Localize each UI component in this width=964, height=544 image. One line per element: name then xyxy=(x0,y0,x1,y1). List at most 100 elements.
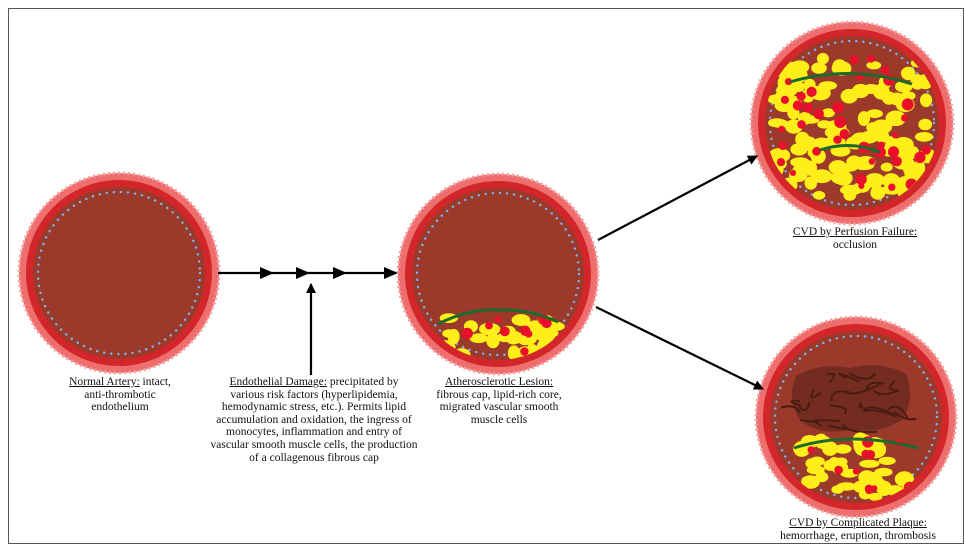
lipid-droplet xyxy=(858,111,870,126)
smooth-muscle-cell xyxy=(803,103,813,113)
complicated-plaque-heading: CVD by Complicated Plaque: xyxy=(763,517,953,530)
lipid-droplet xyxy=(858,470,875,484)
smooth-muscle-cell xyxy=(850,55,859,64)
atherosclerotic-lesion-text-3: muscle cells xyxy=(412,414,586,427)
smooth-muscle-cell xyxy=(869,158,876,165)
smooth-muscle-cell xyxy=(834,116,846,128)
smooth-muscle-cell xyxy=(797,92,806,101)
lipid-droplet xyxy=(878,457,895,465)
smooth-muscle-cell xyxy=(790,170,796,176)
lumen xyxy=(33,187,205,359)
lipid-droplet xyxy=(486,333,499,348)
atherosclerotic-lesion-text-2: migrated vascular smooth xyxy=(412,401,586,414)
smooth-muscle-cell xyxy=(807,87,817,97)
normal-artery-text-3: endothelium xyxy=(30,401,210,414)
atherosclerotic-lesion-heading: Atherosclerotic Lesion: xyxy=(412,376,586,389)
atherosclerotic-lesion-text-1: fibrous cap, lipid-rich core, xyxy=(412,389,586,402)
complicated-plaque-cross-section xyxy=(756,317,956,517)
smooth-muscle-cell xyxy=(797,120,806,129)
endothelial-damage-text-7: of a collagenous fibrous cap xyxy=(196,452,432,465)
endothelial-damage-text-1: precipitated by xyxy=(327,376,399,388)
perfusion-failure-text-1: occlusion xyxy=(767,239,943,252)
arrowhead-4 xyxy=(384,267,398,279)
lipid-droplet xyxy=(832,59,846,73)
lipid-droplet xyxy=(901,67,915,80)
lipid-droplet xyxy=(881,163,893,172)
lipid-droplet xyxy=(831,485,843,493)
caption-normal-artery: Normal Artery: intact, anti-thrombotic e… xyxy=(30,376,210,414)
lipid-droplet xyxy=(792,82,805,93)
normal-artery-text-2: anti-thrombotic xyxy=(30,389,210,402)
lipid-droplet xyxy=(870,186,885,200)
lipid-droplet xyxy=(841,89,858,104)
caption-atherosclerotic-lesion: Atherosclerotic Lesion: fibrous cap, lip… xyxy=(412,376,586,426)
smooth-muscle-cell xyxy=(862,450,870,458)
endothelial-damage-text-5: monocytes, inflammation and entry of xyxy=(196,426,432,439)
perfusion-failure-heading: CVD by Perfusion Failure: xyxy=(767,226,943,239)
arrowhead-1 xyxy=(260,267,274,279)
smooth-muscle-cell xyxy=(888,184,895,191)
smooth-muscle-cell xyxy=(902,98,914,110)
lipid-droplet xyxy=(813,191,825,200)
smooth-muscle-cell xyxy=(779,141,788,150)
smooth-muscle-cell xyxy=(853,468,860,475)
arrow-to-complicated-plaque xyxy=(596,307,763,389)
lipid-droplet xyxy=(815,472,828,482)
occluded-artery-cross-section xyxy=(751,22,953,224)
smooth-muscle-cell xyxy=(808,446,815,453)
smooth-muscle-cell xyxy=(888,146,899,157)
smooth-muscle-cell xyxy=(901,114,908,121)
normal-artery-cross-section xyxy=(19,173,219,373)
smooth-muscle-cell xyxy=(892,156,902,166)
smooth-muscle-cell xyxy=(813,109,824,120)
lipid-droplet xyxy=(866,61,881,69)
complicated-plaque-text-1: hemorrhage, eruption, thrombosis xyxy=(763,530,953,543)
lipid-droplet xyxy=(918,119,932,131)
lipid-droplet xyxy=(920,93,932,107)
endothelial-damage-heading: Endothelial Damage: xyxy=(230,376,327,388)
lipid-droplet xyxy=(810,457,825,467)
endothelial-damage-text-3: hemodynamic stress, etc.). Permits lipid xyxy=(196,401,432,414)
smooth-muscle-cell xyxy=(881,66,889,74)
endothelial-damage-text-4: accumulation and oxidation, the ingress … xyxy=(196,414,432,427)
lipid-droplet xyxy=(831,171,851,185)
normal-artery-heading: Normal Artery: xyxy=(69,376,140,388)
smooth-muscle-cell xyxy=(500,327,510,337)
smooth-muscle-cell xyxy=(495,316,502,323)
smooth-muscle-cell xyxy=(520,347,528,355)
endothelial-damage-text-6: vascular smooth muscle cells, the produc… xyxy=(196,439,432,452)
lipid-droplet xyxy=(811,62,827,73)
smooth-muscle-cell xyxy=(781,96,789,104)
caption-endothelial-damage: Endothelial Damage: precipitated by vari… xyxy=(196,376,432,464)
normal-artery-text-1: intact, xyxy=(140,376,171,388)
smooth-muscle-cell xyxy=(793,100,803,110)
lipid-droplet xyxy=(859,460,879,468)
lipid-droplet xyxy=(797,143,813,151)
arrowhead-2 xyxy=(296,267,310,279)
caption-perfusion-failure: CVD by Perfusion Failure: occlusion xyxy=(767,226,943,251)
lipid-droplet xyxy=(915,132,933,142)
lipid-droplet xyxy=(834,444,851,453)
caption-complicated-plaque: CVD by Complicated Plaque: hemorrhage, e… xyxy=(763,517,953,542)
smooth-muscle-cell xyxy=(892,132,898,138)
smooth-muscle-cell xyxy=(812,147,821,156)
endothelial-damage-text-2: various risk factors (hyperlipidemia, xyxy=(196,389,432,402)
smooth-muscle-cell xyxy=(485,322,493,330)
lipid-droplet xyxy=(866,122,883,133)
smooth-muscle-cell xyxy=(834,466,843,475)
smooth-muscle-cell xyxy=(777,158,785,166)
smooth-muscle-cell xyxy=(520,326,530,336)
smooth-muscle-cell xyxy=(922,145,931,154)
arrow-to-perfusion-failure xyxy=(598,156,757,240)
smooth-muscle-cell xyxy=(778,126,785,133)
smooth-muscle-cell xyxy=(833,136,841,144)
smooth-muscle-cell xyxy=(867,55,875,63)
smooth-muscle-cell xyxy=(858,183,864,189)
arrowhead-3 xyxy=(333,267,347,279)
atherosclerotic-lesion-cross-section xyxy=(398,174,598,374)
smooth-muscle-cell xyxy=(832,102,844,114)
smooth-muscle-cell xyxy=(462,328,473,339)
lipid-droplet xyxy=(874,468,892,477)
